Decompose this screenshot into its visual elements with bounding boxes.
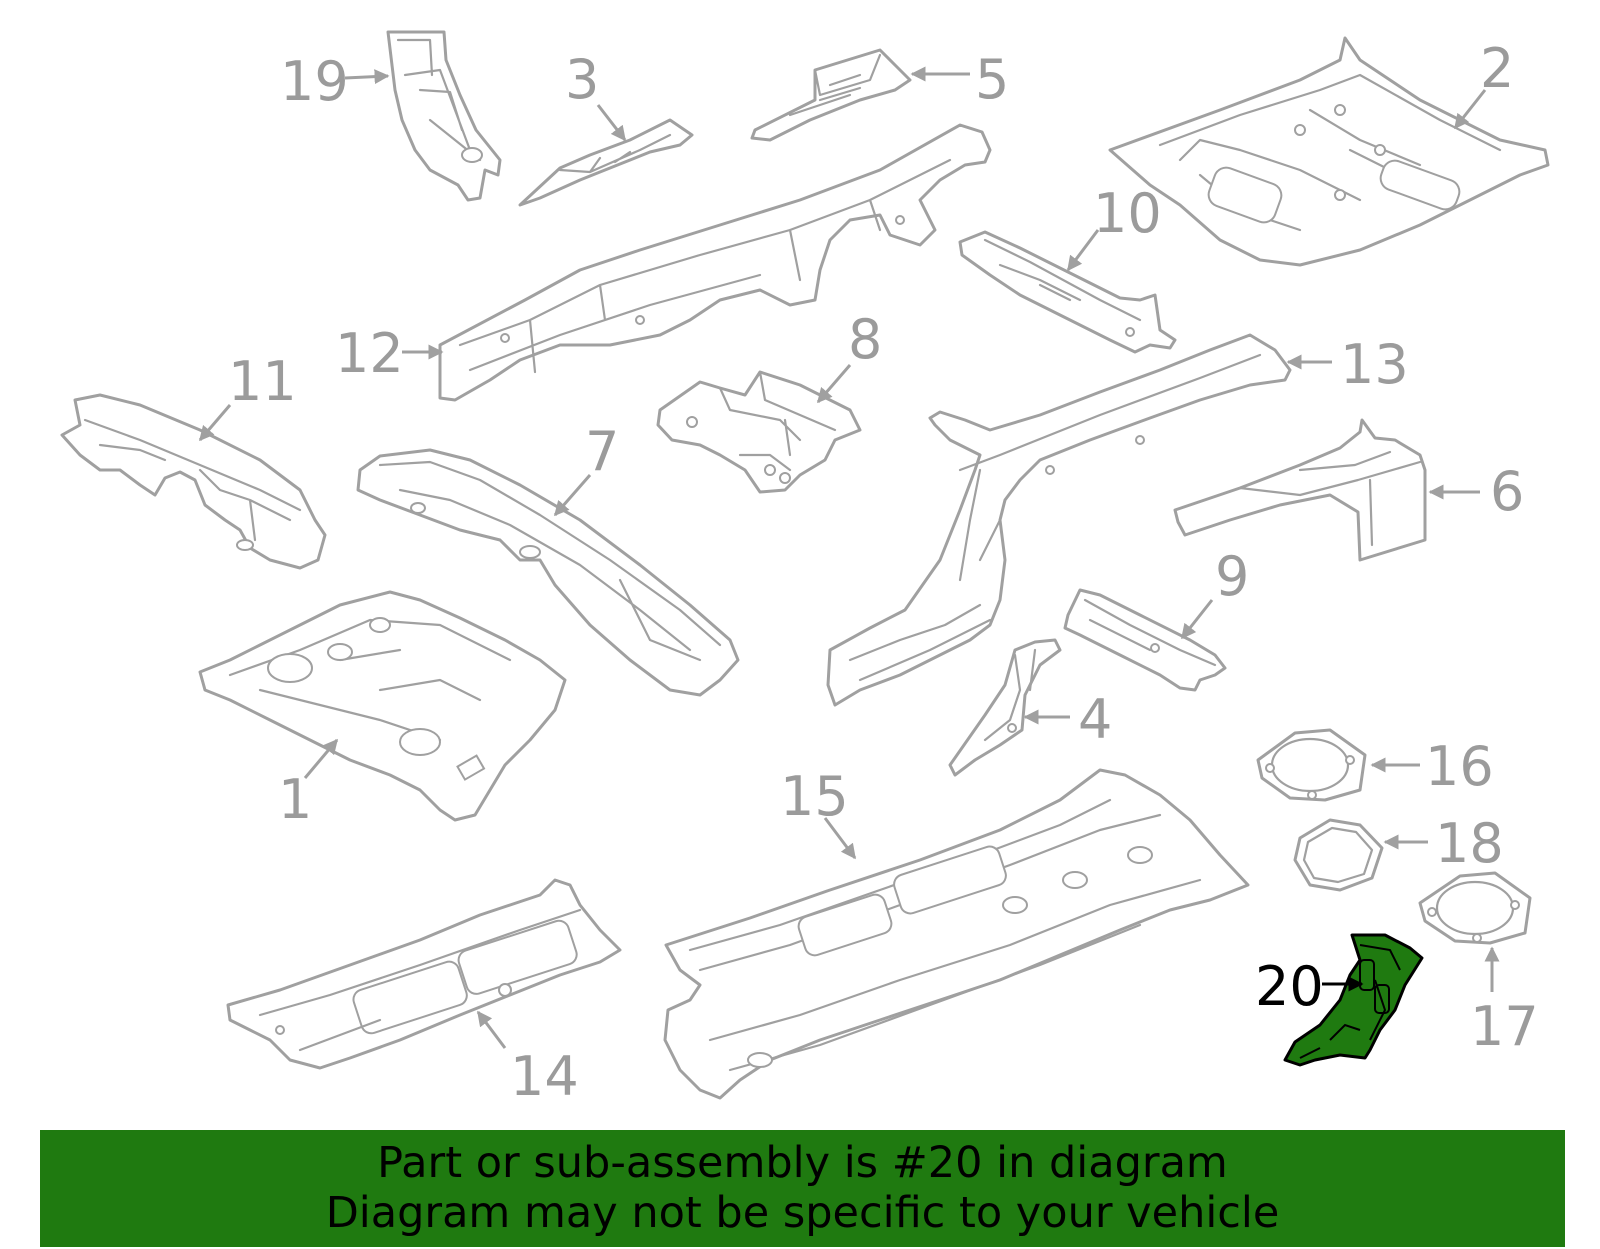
svg-text:2: 2 (1480, 37, 1514, 100)
info-banner: Part or sub-assembly is #20 in diagram D… (40, 1130, 1565, 1247)
part-3[interactable] (518, 118, 694, 207)
callout-19: 19 (280, 50, 390, 113)
callout-13: 13 (1286, 333, 1409, 396)
part-2[interactable] (1108, 36, 1550, 267)
part-14[interactable] (226, 878, 622, 1070)
svg-text:9: 9 (1215, 545, 1249, 608)
callout-8: 8 (816, 308, 882, 404)
part-9[interactable] (1063, 588, 1227, 692)
part-15[interactable] (663, 768, 1250, 1100)
callout-12: 12 (335, 322, 444, 385)
part-12[interactable] (438, 123, 992, 402)
part-6[interactable] (1173, 418, 1427, 562)
callout-11: 11 (198, 350, 297, 442)
svg-text:3: 3 (565, 48, 599, 111)
svg-text:1: 1 (278, 768, 312, 831)
svg-text:5: 5 (975, 48, 1009, 111)
callout-7: 7 (553, 420, 619, 517)
part-7[interactable] (356, 448, 740, 697)
svg-text:14: 14 (510, 1045, 579, 1108)
part-5[interactable] (750, 48, 912, 142)
part-4[interactable] (948, 638, 1062, 777)
part-19[interactable] (386, 30, 502, 202)
svg-text:12: 12 (335, 322, 404, 385)
callout-17: 17 (1470, 946, 1539, 1058)
svg-text:7: 7 (585, 420, 619, 483)
svg-text:15: 15 (780, 765, 849, 828)
svg-text:6: 6 (1490, 460, 1524, 523)
part-18[interactable] (1293, 818, 1384, 892)
svg-text:20: 20 (1255, 955, 1324, 1018)
svg-text:4: 4 (1078, 688, 1112, 751)
svg-text:11: 11 (228, 350, 297, 413)
part-20-highlighted[interactable] (1283, 933, 1424, 1067)
callout-14: 14 (476, 1010, 579, 1108)
callout-16: 16 (1370, 735, 1494, 798)
banner-line-1: Part or sub-assembly is #20 in diagram (377, 1138, 1228, 1188)
svg-text:19: 19 (280, 50, 349, 113)
svg-text:16: 16 (1425, 735, 1494, 798)
callout-2: 2 (1453, 37, 1514, 130)
banner-line-2: Diagram may not be specific to your vehi… (325, 1188, 1280, 1238)
part-13[interactable] (826, 333, 1292, 707)
callout-1: 1 (278, 738, 339, 831)
callout-15: 15 (780, 765, 857, 860)
part-11[interactable] (60, 393, 327, 570)
svg-text:8: 8 (848, 308, 882, 371)
part-16[interactable] (1256, 728, 1367, 802)
part-10[interactable] (958, 230, 1177, 354)
callout-5: 5 (910, 48, 1009, 111)
part-8[interactable] (656, 370, 862, 494)
callout-4: 4 (1023, 688, 1112, 751)
part-17[interactable] (1418, 871, 1532, 945)
callout-18: 18 (1383, 812, 1504, 875)
callout-9: 9 (1180, 545, 1249, 640)
svg-text:13: 13 (1340, 333, 1409, 396)
callout-6: 6 (1428, 460, 1524, 523)
svg-text:17: 17 (1470, 995, 1539, 1058)
part-1[interactable] (198, 590, 567, 822)
callout-3: 3 (565, 48, 627, 142)
svg-text:10: 10 (1093, 182, 1162, 245)
callout-20: 20 (1255, 955, 1364, 1018)
svg-text:18: 18 (1435, 812, 1504, 875)
callout-10: 10 (1066, 182, 1162, 272)
